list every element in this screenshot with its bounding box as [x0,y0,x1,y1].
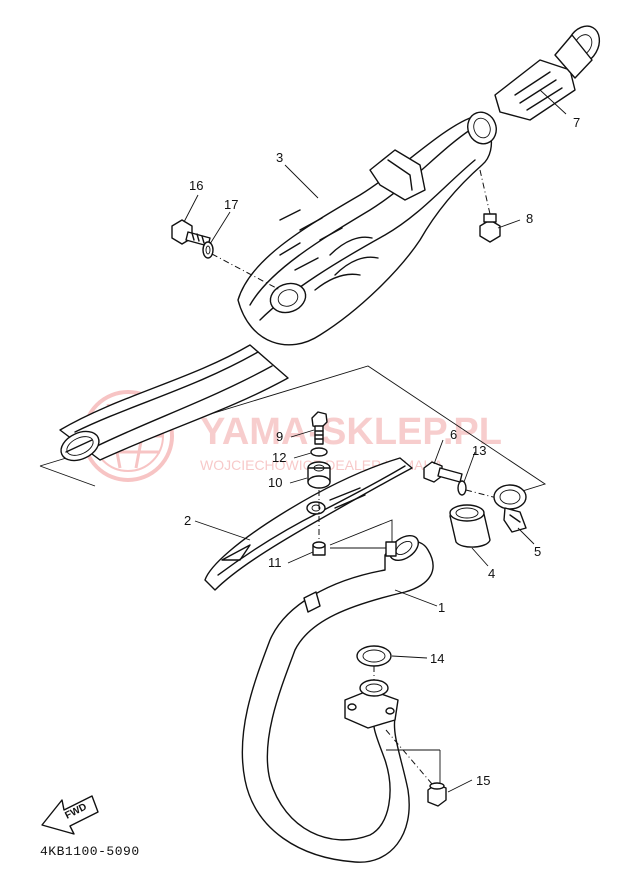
muffler-part [59,111,497,462]
watermark: YAMA-SKLEP.PL WOJCIECHOWICZ DEALER YAMAH… [82,390,502,482]
reference-frame-line-left [39,465,96,487]
watermark-main-text: YAMA-SKLEP.PL [200,411,502,453]
washer-part-17 [202,241,214,259]
callout-16: 16 [189,178,203,193]
callout-1: 1 [438,600,445,615]
nut-part-15 [427,782,447,807]
bracket-part-2 [204,457,413,591]
bolt-part-9 [311,411,328,445]
bolt-part-16 [171,219,211,247]
flange-stud-line [385,729,433,785]
exhaust-pipe-part-1 [241,534,434,863]
callout-12: 12 [272,450,286,465]
end-piece-part [494,25,601,121]
callout-15: 15 [476,773,490,788]
callout-10: 10 [268,475,282,490]
callout-3: 3 [276,150,283,165]
damper-part-10 [307,461,331,489]
callout-2: 2 [184,513,191,528]
drawing-code: 4KB1100-5090 [40,844,140,859]
callout-5: 5 [534,544,541,559]
bolt-part-6 [423,461,463,483]
gasket-part-4 [449,504,491,548]
washer-part-12 [310,447,328,457]
callout-6: 6 [450,427,457,442]
callout-11: 11 [268,555,282,570]
leader-lines [183,89,567,793]
callout-labels: 3 7 8 16 17 9 12 10 2 11 6 13 5 4 1 14 1… [184,115,580,788]
callout-4: 4 [488,566,495,581]
collar-part-11 [312,541,326,556]
clamp-part-5 [493,484,527,533]
callout-13: 13 [472,443,486,458]
gasket-ring-part-14 [356,645,392,667]
callout-9: 9 [276,429,283,444]
callout-7: 7 [573,115,580,130]
mount-reference-line [329,519,393,549]
callout-14: 14 [430,651,444,666]
washer-part-13 [457,480,467,496]
callout-8: 8 [526,211,533,226]
callout-17: 17 [224,197,238,212]
nut-part-8 [479,169,501,243]
fwd-arrow-icon: FWD [41,795,99,835]
